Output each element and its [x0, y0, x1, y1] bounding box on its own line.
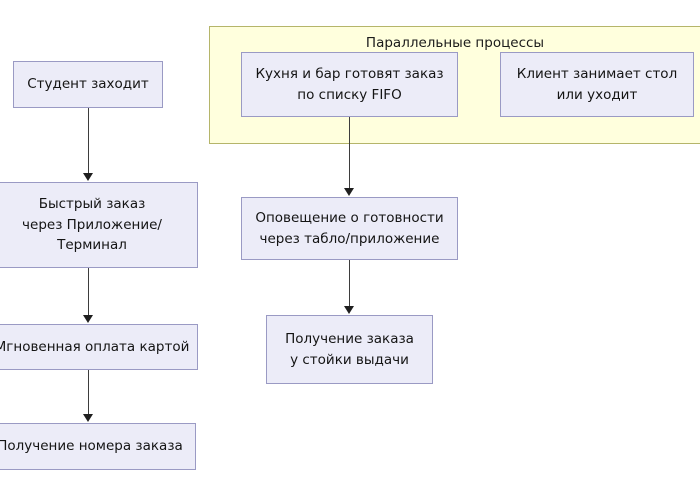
arrowhead-ready-notice — [344, 188, 354, 196]
arrowhead-instant-payment — [83, 315, 93, 323]
arrowhead-get-order-number — [83, 414, 93, 422]
node-instant-payment-label: Мгновенная оплата картой — [0, 338, 190, 355]
node-ready-notice-label: Оповещение о готовности через табло/прил… — [255, 209, 444, 247]
node-pickup-label: Получение заказа у стойки выдачи — [285, 330, 414, 368]
connector-ready-notice-to-pickup — [349, 260, 350, 307]
connector-fast-order-to-payment — [88, 268, 89, 316]
connector-payment-to-order-number — [88, 370, 89, 415]
node-get-order-number[interactable]: Получение номера заказа — [0, 423, 196, 470]
node-pickup[interactable]: Получение заказа у стойки выдачи — [266, 315, 433, 384]
node-ready-notice[interactable]: Оповещение о готовности через табло/прил… — [241, 197, 458, 260]
node-fast-order[interactable]: Быстрый заказ через Приложение/ Терминал — [0, 182, 198, 268]
parallel-processes-label: Параллельные процессы — [365, 35, 545, 51]
node-student-enters[interactable]: Студент заходит — [13, 61, 163, 108]
node-fast-order-label: Быстрый заказ через Приложение/ Терминал — [22, 195, 162, 254]
node-kitchen-bar[interactable]: Кухня и бар готовят заказ по списку FIFO — [241, 52, 458, 117]
node-client-table[interactable]: Клиент занимает стол или уходит — [500, 52, 694, 117]
node-instant-payment[interactable]: Мгновенная оплата картой — [0, 324, 198, 370]
node-client-table-label: Клиент занимает стол или уходит — [516, 65, 678, 103]
node-student-enters-label: Студент заходит — [27, 76, 149, 93]
connector-kitchen-to-ready-notice — [349, 117, 350, 189]
arrowhead-pickup — [344, 306, 354, 314]
node-kitchen-bar-label: Кухня и бар готовят заказ по списку FIFO — [255, 65, 444, 103]
connector-student-to-fast-order — [88, 108, 89, 174]
node-get-order-number-label: Получение номера заказа — [0, 438, 183, 455]
arrowhead-fast-order — [83, 173, 93, 181]
